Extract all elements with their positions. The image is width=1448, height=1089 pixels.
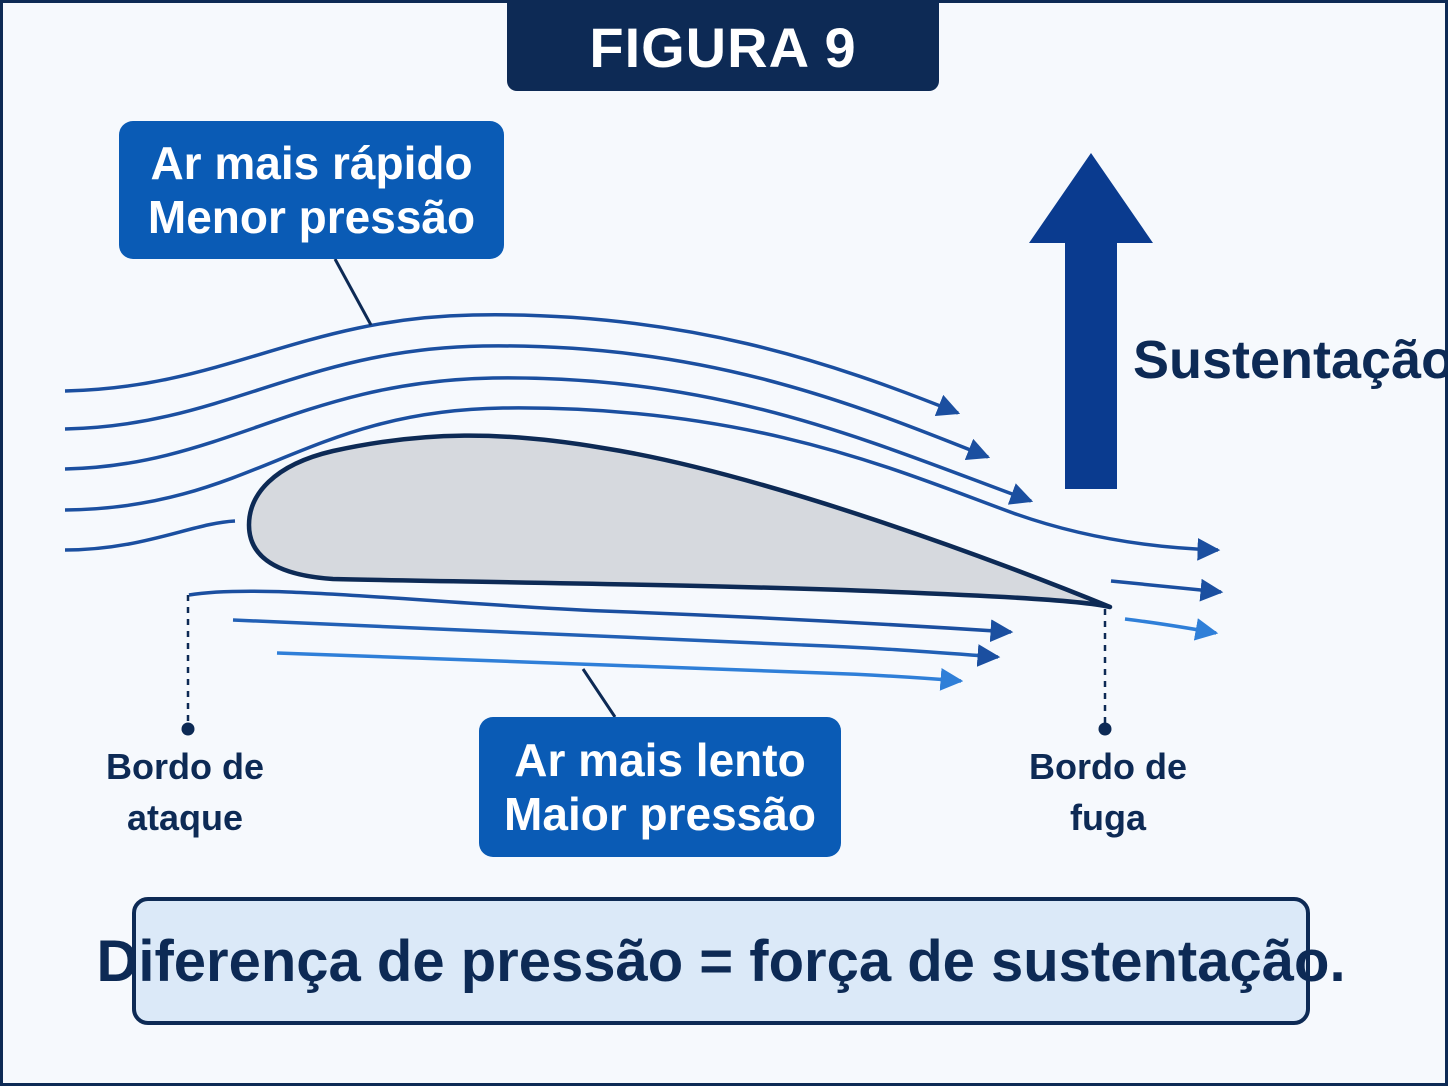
- airfoil-diagram: [64, 153, 1224, 736]
- trailing-edge-label-line-1: Bordo de: [1029, 746, 1187, 787]
- lower-flow-callout: Ar mais lento Maior pressão: [479, 717, 841, 857]
- upper-callout-leader: [333, 258, 373, 326]
- wake-arrow-2: [1124, 617, 1219, 641]
- trailing-edge-label-line-2: fuga: [1070, 797, 1146, 839]
- leading-edge-label-line-2: ataque: [126, 797, 244, 839]
- lower-streamline-1: [188, 589, 1014, 643]
- upper-streamline-3: [64, 376, 1034, 505]
- upper-callout-line-1: Ar mais rápido: [150, 136, 473, 189]
- lower-callout-line-1: Ar mais lento: [514, 733, 806, 786]
- trailing-edge-label: Bordo de fuga: [1008, 741, 1208, 843]
- leading-edge-label: Bordo de ataque: [85, 741, 285, 843]
- upper-streamline-4: [64, 406, 1221, 561]
- trailing-edge-dot: [1098, 722, 1112, 736]
- upper-callout-line-2: Menor pressão: [147, 191, 476, 243]
- leading-edge-label-line-1: Bordo de: [106, 746, 264, 787]
- figure-title: FIGURA 9: [507, 3, 939, 91]
- leading-edge-dot: [181, 722, 195, 736]
- arrow-up-icon: [1029, 153, 1153, 489]
- summary-box: Diferença de pressão = força de sustenta…: [96, 897, 1346, 1025]
- lift-label: Sustentação: [1133, 330, 1448, 390]
- upper-flow-callout: Ar mais rápido Menor pressão: [119, 121, 504, 259]
- upper-streamline-5: [64, 519, 236, 552]
- wake-arrow-1: [1110, 578, 1224, 602]
- lower-callout-leader: [581, 668, 617, 718]
- lower-streamline-3: [276, 651, 964, 691]
- lower-callout-line-2: Maior pressão: [504, 788, 816, 840]
- summary-text: Diferença de pressão = força de sustenta…: [96, 928, 1346, 994]
- upper-streamline-2: [64, 344, 991, 460]
- upper-streamline-1: [64, 313, 961, 416]
- airfoil-shape: [246, 433, 1113, 610]
- lower-streamline-2: [232, 618, 1001, 667]
